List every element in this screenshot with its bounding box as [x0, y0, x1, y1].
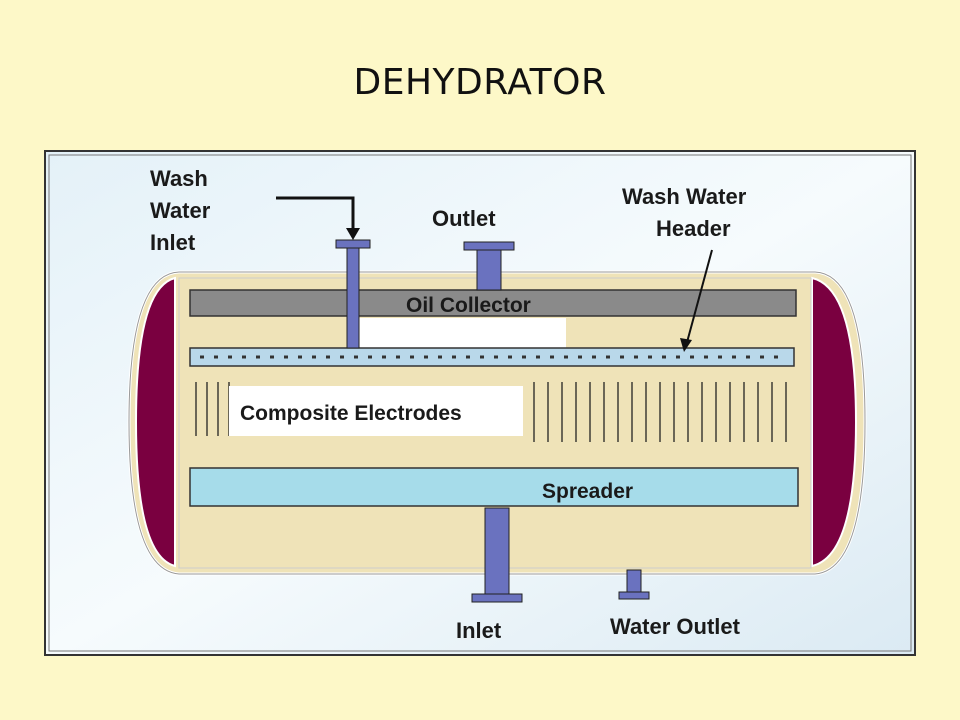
wash-water-inlet-label-line3: Inlet: [150, 230, 196, 255]
water-outlet-pipe: [618, 569, 650, 600]
oil-collector-label: Oil Collector: [406, 294, 531, 317]
wash-water-header-label-line2: Header: [656, 216, 731, 241]
water-outlet-label: Water Outlet: [610, 614, 741, 639]
inlet-label: Inlet: [456, 618, 502, 643]
wash-water-header-pipe: [189, 347, 795, 367]
outlet-pipe: [463, 241, 515, 291]
wash-water-arrow: [276, 196, 355, 234]
composite-electrodes: [195, 382, 787, 442]
composite-electrodes-label: Composite Electrodes: [240, 402, 462, 425]
wash-water-inlet-label-line2: Water: [150, 198, 211, 223]
slide-title: DEHYDRATOR: [353, 62, 607, 103]
wash-water-header-label-line1: Wash Water: [622, 184, 747, 209]
right-end-cap: [811, 276, 858, 568]
left-end-cap: [134, 276, 176, 568]
wash-water-header-pointer: [685, 249, 713, 347]
dehydrator-diagram: Wash Water Inlet Outlet Wash Water Heade…: [44, 150, 916, 656]
spreader-label: Spreader: [542, 480, 633, 503]
wash-water-inlet-pipe: [346, 247, 360, 349]
spreader: [189, 467, 799, 507]
wash-water-inlet-label-line1: Wash: [150, 166, 208, 191]
inlet-pipe: [471, 507, 523, 603]
outlet-label: Outlet: [432, 206, 496, 231]
